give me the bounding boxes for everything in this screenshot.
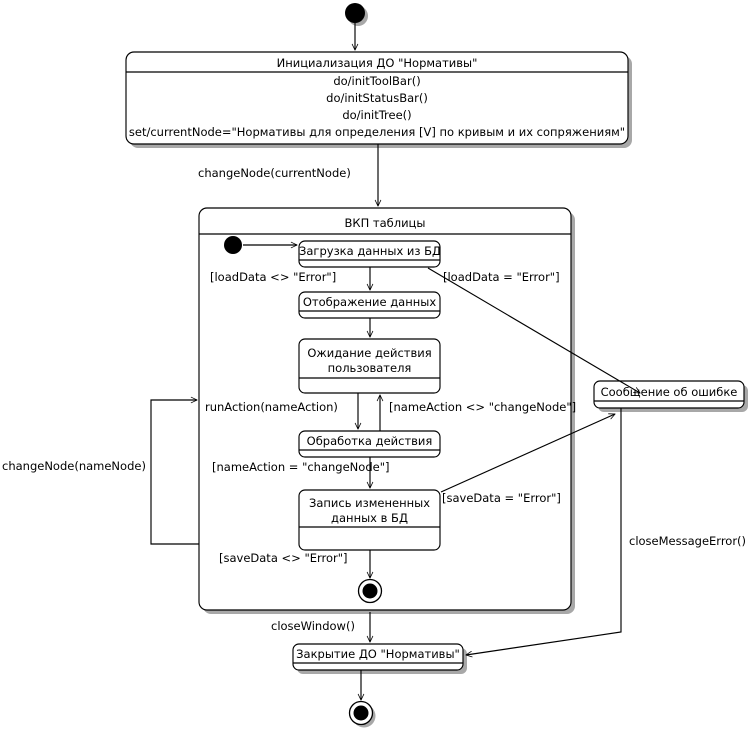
final-state-bottom [348,700,374,726]
transition-label-name-action-ne: [nameAction <> "changeNode"] [389,400,577,414]
transition-label-load-data-ok: [loadData <> "Error"] [210,270,337,284]
state-title-load-data: Загрузка данных из БД [299,244,442,258]
transition-error-to-close [466,408,622,655]
state-title-close: Закрытие ДО "Нормативы" [296,647,460,661]
transition-label-save-data-ok: [saveData <> "Error"] [219,551,348,565]
transition-save-to-error [440,414,615,493]
transition-label-name-action-eq: [nameAction = "changeNode"] [212,460,390,474]
state-title-process-action: Обработка действия [306,434,433,448]
state-title-show-data: Отображение данных [302,295,437,309]
state-action-init-3: set/currentNode="Нормативы для определен… [128,125,626,139]
state-title-save-data-line2: данных в БД [331,511,408,525]
state-box-composite [198,207,572,611]
transition-composite-self-loop [150,400,199,545]
state-action-init-0: do/initToolBar() [333,74,421,88]
state-box-close [292,643,464,671]
state-action-init-2: do/initTree() [342,108,412,122]
initial-state-inner [224,236,242,254]
transition-label-load-data-err: [loadData = "Error"] [443,270,560,284]
state-title-error-message: Сообщение об ошибке [600,385,738,399]
state-title-wait-action-line2: пользователя [327,361,412,375]
transition-label-save-data-err: [saveData = "Error"] [442,491,561,505]
state-title-wait-action-line1: Ожидание действия [307,346,432,360]
final-state-inner [357,578,383,604]
state-title-init: Инициализация ДО "Нормативы" [276,56,478,70]
transition-load-to-error [427,267,640,393]
initial-state-top [345,3,365,23]
transition-label-close-window: closeWindow() [271,619,355,633]
state-title-composite: ВКП таблицы [344,216,426,230]
state-title-save-data-line1: Запись измененных [308,496,431,510]
state-box-save-data [298,489,441,551]
transition-label-change-node-name: changeNode(nameNode) [2,459,146,473]
state-box-wait-action [298,338,441,394]
transition-label-change-node-current: changeNode(currentNode) [198,166,351,180]
transition-label-run-action: runAction(nameAction) [205,400,338,414]
transition-label-close-message-error: closeMessageError() [629,534,747,548]
state-action-init-1: do/initStatusBar() [326,91,428,105]
state-box-init [125,51,629,145]
